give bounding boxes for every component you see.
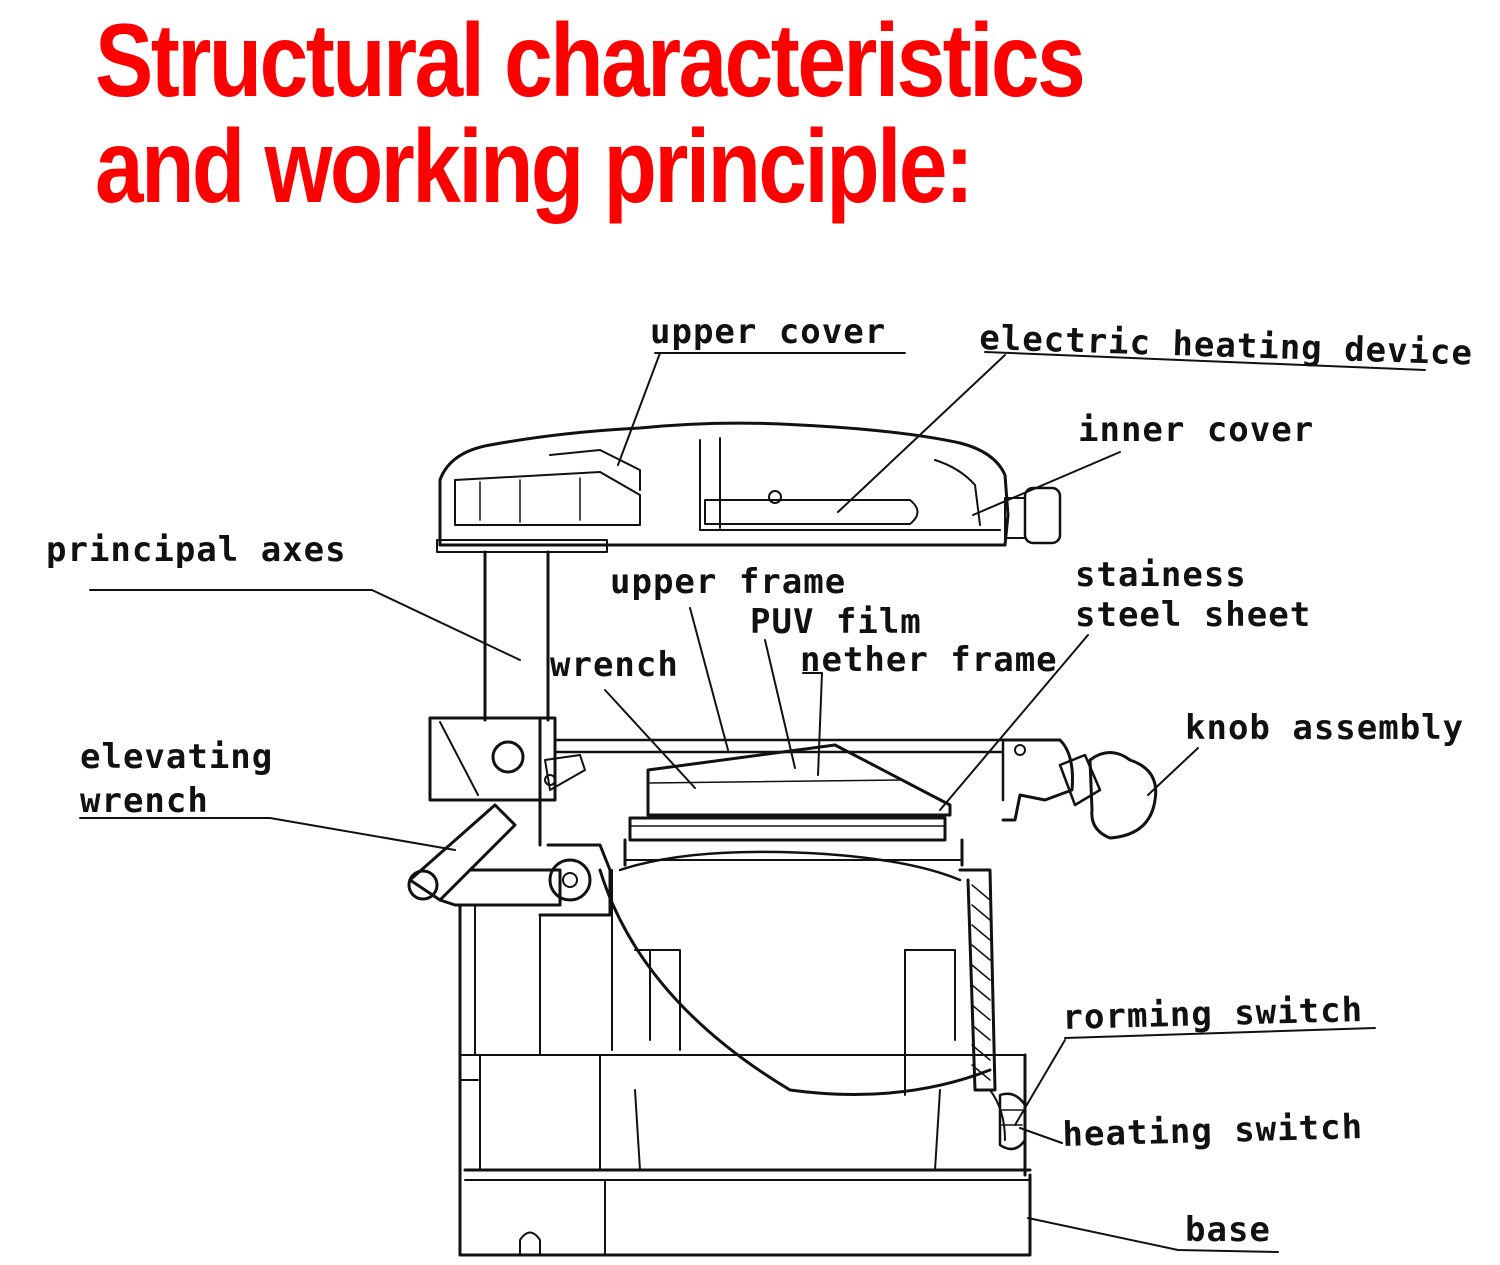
page-title: Structural characteristics and working p…: [95, 3, 1086, 225]
leader-stainess: [939, 634, 1089, 811]
label-upper-frame: upper frame: [610, 562, 847, 602]
leader-base: [1027, 1217, 1279, 1253]
label-puv-film: PUV film: [750, 602, 922, 642]
label-rorming-switch: rorming switch: [1062, 990, 1364, 1038]
label-stainess-steel-sheet: stainess steel sheet: [1075, 555, 1311, 635]
leader-heating-switch: [1019, 1127, 1063, 1144]
label-knob-assembly: knob assembly: [1185, 708, 1465, 748]
housing-body-shape: [458, 850, 1032, 1257]
leader-upper-frame: [689, 607, 729, 751]
label-stainess-line-2: steel sheet: [1075, 595, 1312, 635]
base-shape: [463, 1168, 1032, 1256]
label-wrench: wrench: [550, 645, 679, 685]
label-inner-cover: inner cover: [1078, 410, 1315, 450]
label-stainess-line-1: stainess: [1075, 555, 1247, 595]
principal-axes-shape: [483, 550, 550, 847]
leader-elevating-wrench: [79, 817, 456, 851]
leader-electric-heating: [837, 351, 1426, 513]
leader-puv-film: [764, 639, 796, 769]
label-elevating-line-1: elevating: [80, 737, 274, 777]
label-upper-cover: upper cover: [650, 312, 887, 352]
label-principal-axes: principal axes: [46, 530, 347, 570]
title-line-1: Structural characteristics: [95, 3, 1086, 119]
label-heating-switch: heating switch: [1062, 1107, 1364, 1155]
leader-nether-frame: [802, 672, 823, 776]
label-base: base: [1185, 1210, 1271, 1250]
switch-knob-shape: [998, 1092, 1027, 1151]
frame-platform-shape: [428, 716, 1074, 867]
knob-assembly-shape: [1058, 751, 1158, 840]
leader-rorming-switch: [1014, 1027, 1376, 1126]
upper-cover-shape: [436, 421, 1062, 553]
label-elevating-wrench: elevating wrench: [80, 735, 273, 823]
leader-upper-cover: [617, 352, 906, 466]
leader-inner-cover: [972, 451, 1121, 516]
label-elevating-line-2: wrench: [80, 781, 209, 821]
leader-wrench: [604, 689, 696, 789]
elevating-wrench-shape: [407, 803, 612, 917]
leader-lines: [79, 351, 1426, 1253]
label-nether-frame: nether frame: [800, 640, 1058, 680]
title-line-2: and working principle:: [95, 109, 974, 225]
leader-principal-axes: [89, 589, 521, 661]
leader-knob: [1147, 747, 1199, 796]
